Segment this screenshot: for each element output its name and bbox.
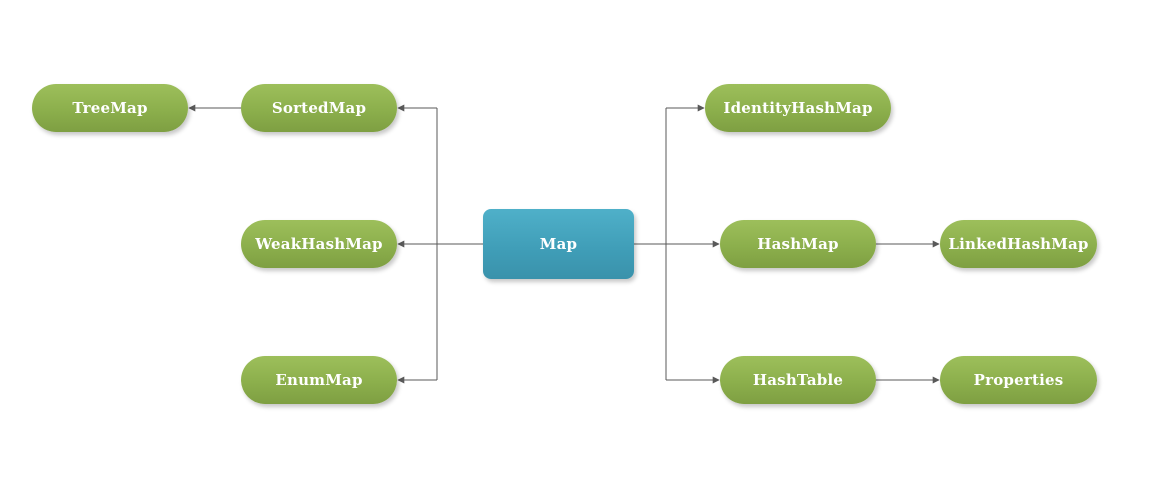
- node-weakhashmap: WeakHashMap: [241, 220, 397, 268]
- node-enummap: EnumMap: [241, 356, 397, 404]
- node-treemap: TreeMap: [32, 84, 188, 132]
- node-linkedhashmap-label: LinkedHashMap: [948, 235, 1089, 253]
- node-properties: Properties: [940, 356, 1097, 404]
- node-identityhashmap-label: IdentityHashMap: [723, 99, 873, 117]
- node-sortedmap-label: SortedMap: [271, 99, 367, 117]
- node-sortedmap: SortedMap: [241, 84, 397, 132]
- node-weakhashmap-label: WeakHashMap: [255, 235, 383, 253]
- node-map-label: Map: [539, 235, 578, 253]
- node-map: Map: [483, 209, 634, 279]
- node-hashmap-label: HashMap: [757, 235, 839, 253]
- node-enummap-label: EnumMap: [275, 371, 363, 389]
- node-linkedhashmap: LinkedHashMap: [940, 220, 1097, 268]
- node-identityhashmap: IdentityHashMap: [705, 84, 891, 132]
- node-properties-label: Properties: [973, 371, 1064, 389]
- node-treemap-label: TreeMap: [72, 99, 148, 117]
- node-hashtable-label: HashTable: [752, 371, 844, 389]
- node-hashtable: HashTable: [720, 356, 876, 404]
- node-hashmap: HashMap: [720, 220, 876, 268]
